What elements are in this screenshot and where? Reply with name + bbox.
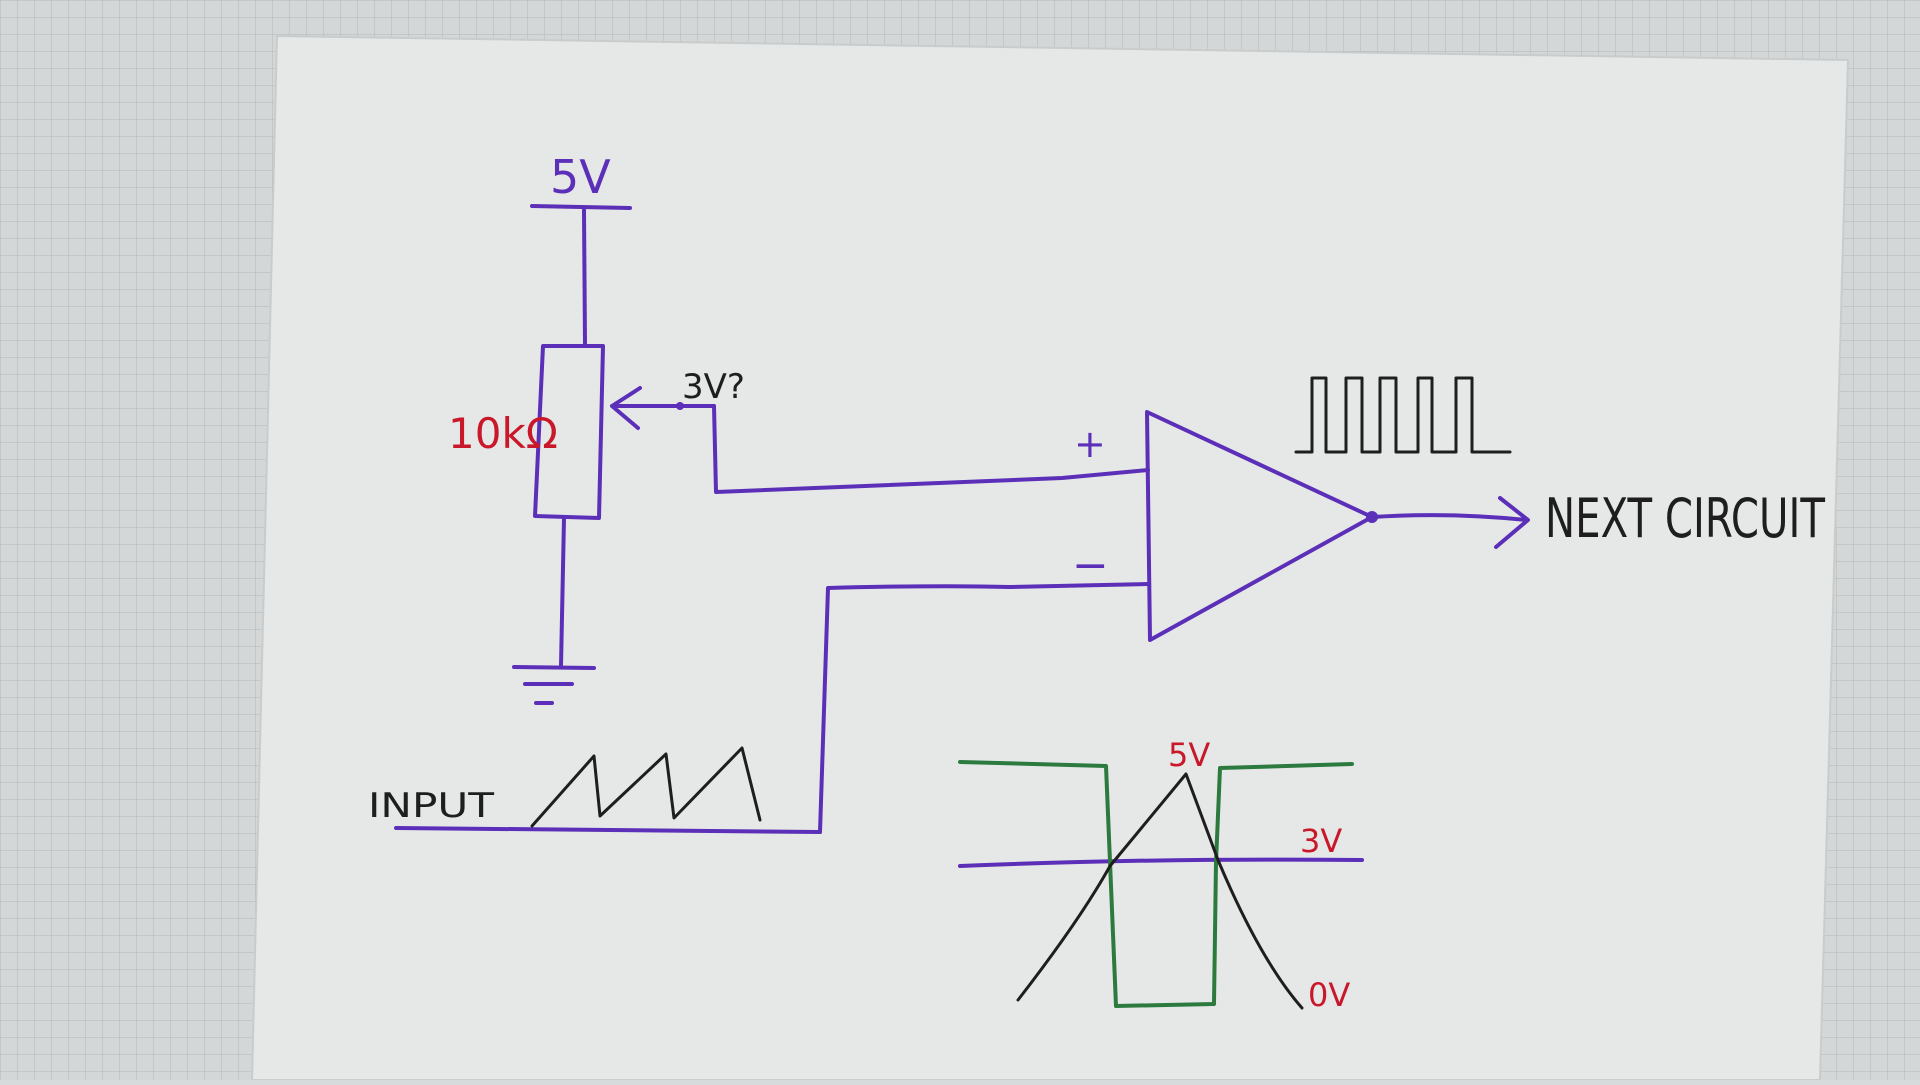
plus-label: +: [1074, 422, 1106, 466]
graph-top-label: 5V: [1168, 736, 1210, 774]
comparator-section: + − NEXT CIRCUIT: [1072, 376, 1826, 642]
ground-wire: [559, 516, 566, 668]
threshold-line: [958, 857, 1364, 868]
potentiometer-section: 5V 10kΩ 3V?: [448, 150, 1150, 705]
output-wire: [1370, 513, 1528, 522]
supply-wire: [582, 208, 587, 347]
input-label: INPUT: [368, 786, 494, 826]
input-section: INPUT: [368, 582, 1150, 834]
triangle-input-trace: [1016, 772, 1304, 1010]
comparator-triangle: [1145, 410, 1374, 642]
square-wave-sketch: [1294, 376, 1512, 454]
resistor-label: 10kΩ: [448, 409, 558, 458]
supply-rail: [530, 204, 632, 210]
wiper-junction-dot: [676, 402, 684, 410]
graph-bottom-label: 0V: [1308, 976, 1350, 1014]
plus-wire: [712, 404, 1150, 494]
output-junction-dot: [1366, 511, 1378, 523]
ground-symbol: [512, 665, 596, 705]
comparator-output-trace: [958, 760, 1354, 1008]
graph-threshold-label: 3V: [1300, 822, 1342, 860]
waveform-graph: 5V 3V 0V: [958, 736, 1364, 1014]
wiper-label: 3V?: [682, 367, 745, 407]
sawtooth-sketch: [530, 746, 762, 828]
paper-sheet: [250, 34, 1850, 1081]
minus-label: −: [1072, 540, 1109, 591]
input-wire: [394, 582, 1150, 834]
resistor-body: [533, 344, 605, 520]
output-arrowhead: [1494, 496, 1530, 549]
output-label: NEXT CIRCUIT: [1545, 487, 1826, 550]
supply-label: 5V: [550, 150, 611, 204]
wiper-arrow: [610, 386, 716, 430]
